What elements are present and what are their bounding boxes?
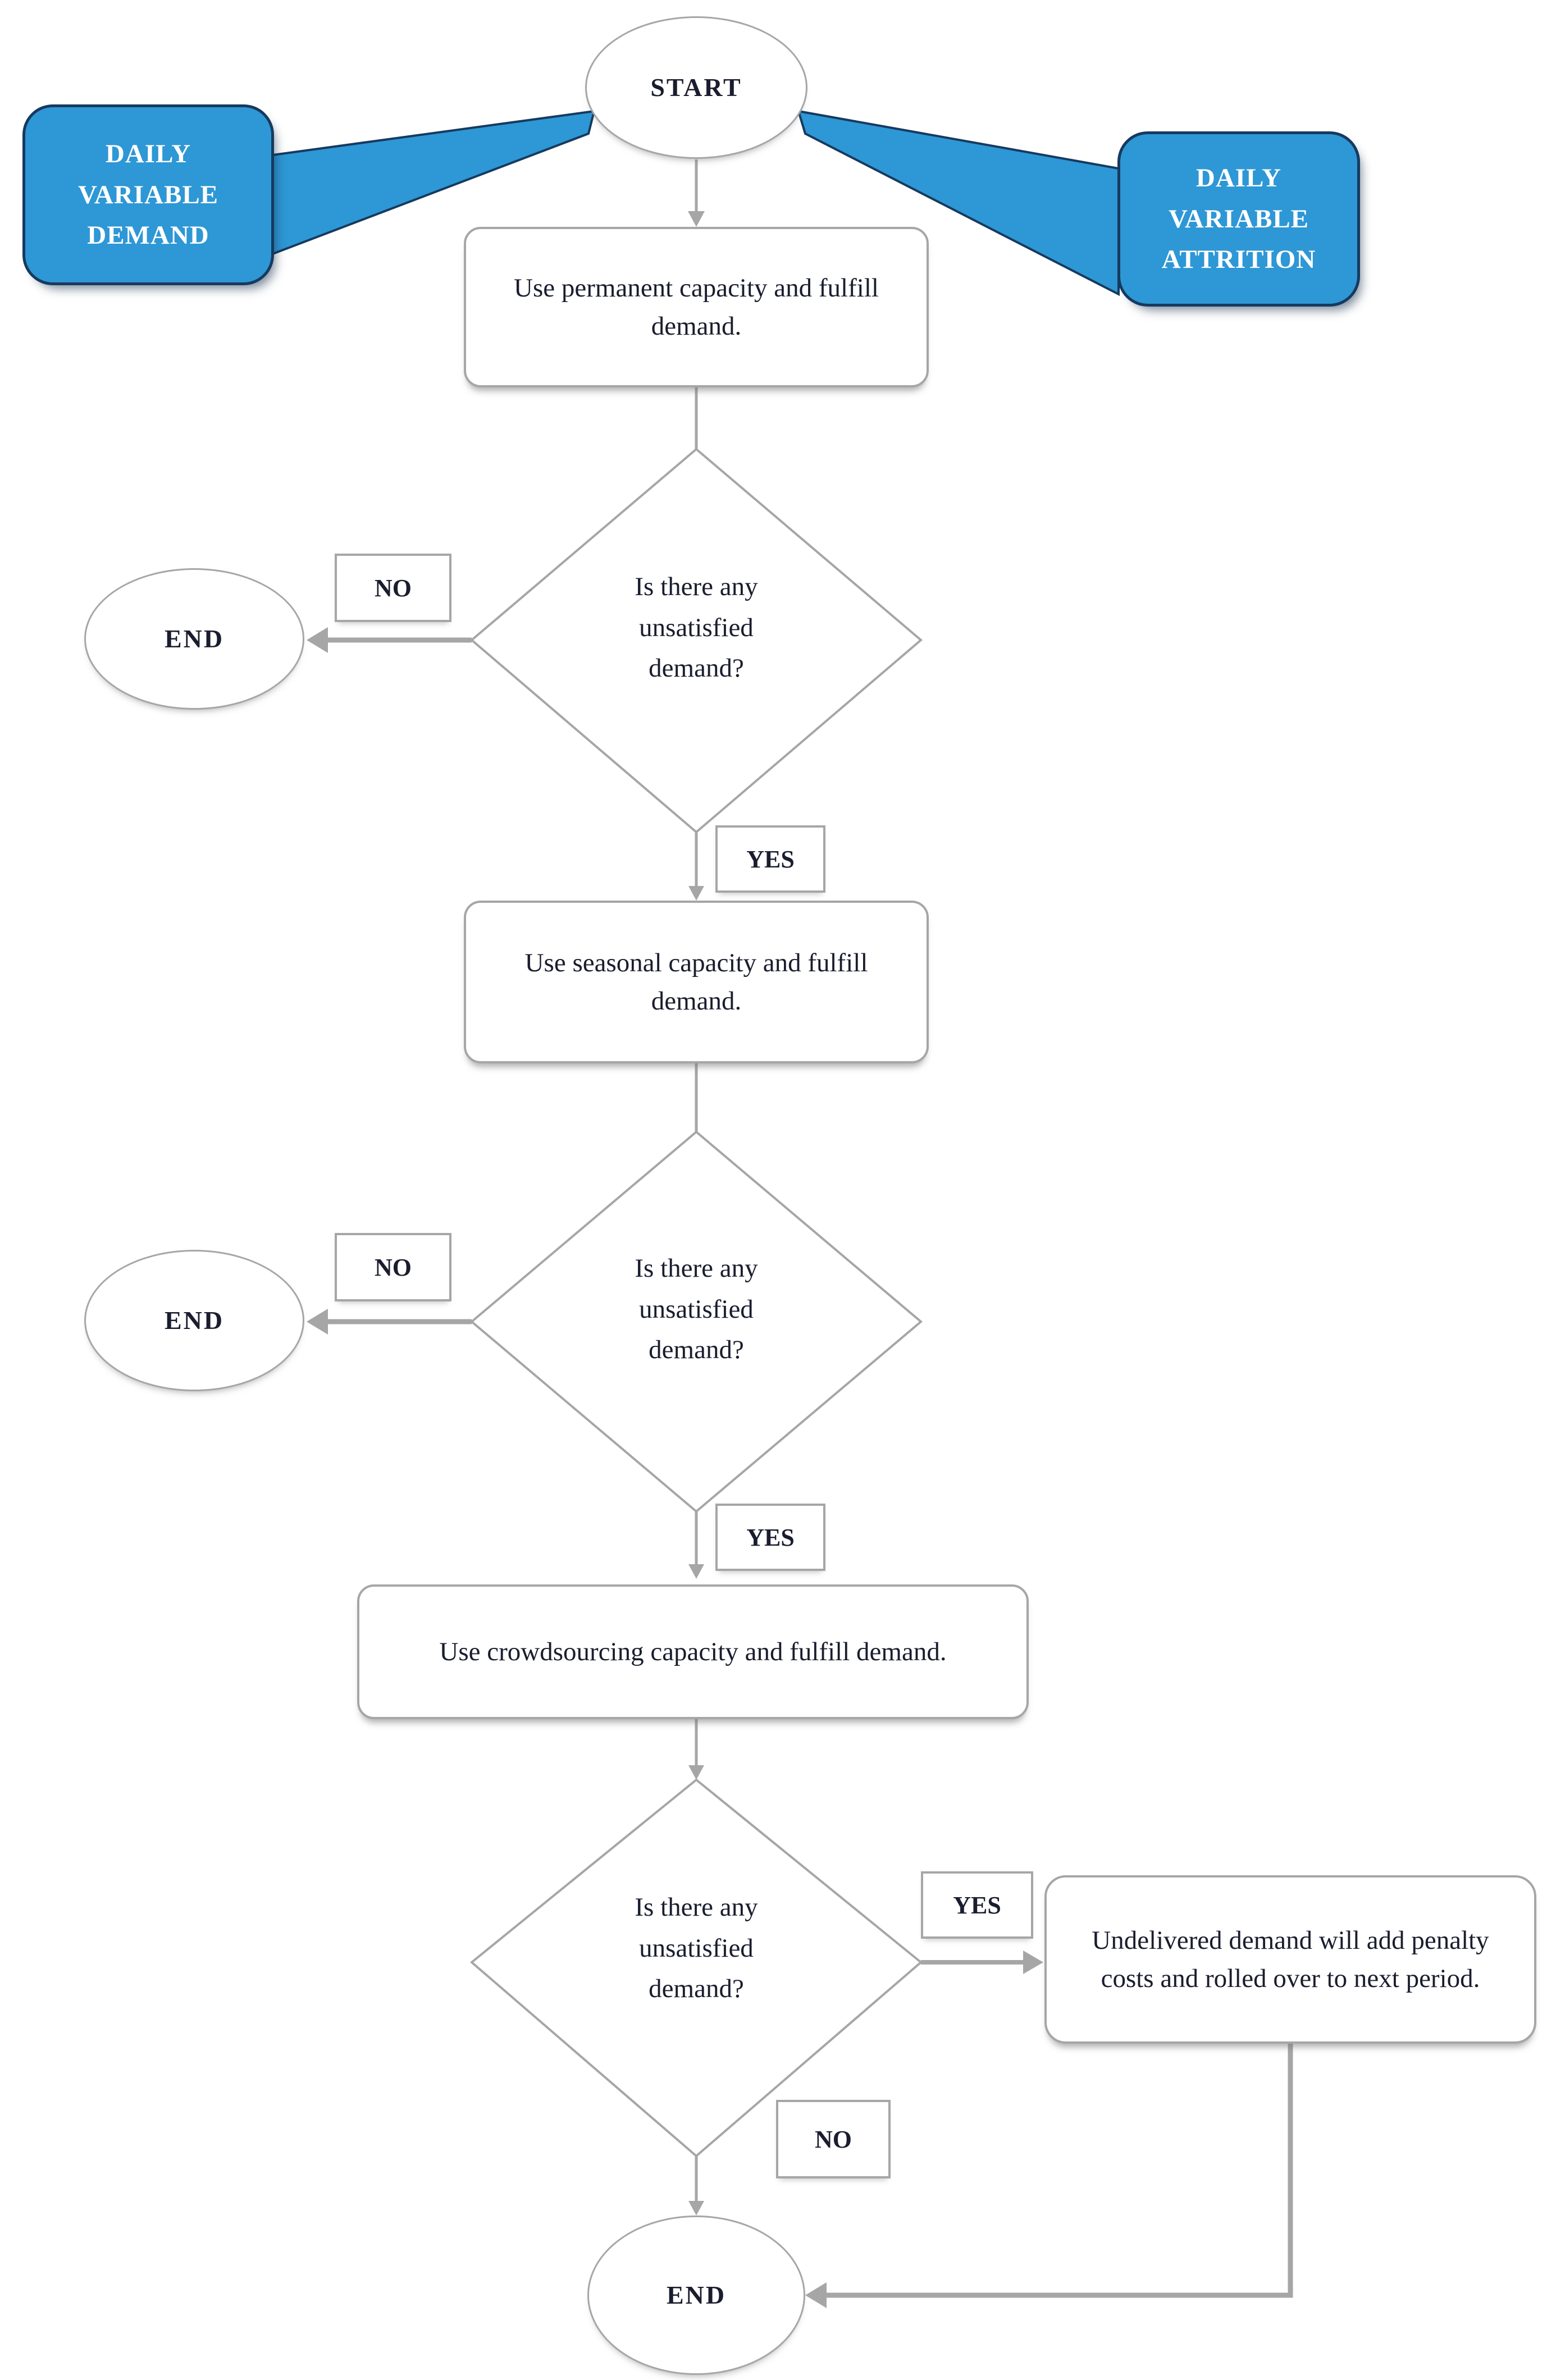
arrowhead-left-icon: [805, 2282, 827, 2308]
callout-line: ATTRITION: [1161, 245, 1316, 275]
arrowhead-right-icon: [1023, 1950, 1043, 1974]
decision-line: Is there any: [635, 1253, 758, 1283]
yes-label: YES: [953, 1891, 1001, 1919]
start-terminator: START: [585, 16, 807, 159]
decision-line: demand?: [649, 654, 744, 683]
connector-penalty-to-end: [815, 2044, 1293, 2298]
process-text: Use seasonal capacity and fulfill demand…: [524, 948, 868, 1016]
decision-line: unsatisfied: [639, 613, 754, 642]
decision-text-1: Is there any unsatisfied demand?: [556, 566, 837, 689]
no-label: NO: [375, 574, 412, 602]
decision-line: demand?: [649, 1974, 744, 2004]
process-text: Use crowdsourcing capacity and fulfill d…: [439, 1637, 947, 1666]
decision-text-2: Is there any unsatisfied demand?: [556, 1248, 837, 1371]
label-no-1: NO: [335, 554, 451, 622]
callout-line: DEMAND: [87, 221, 209, 250]
label-no-2: NO: [335, 1233, 451, 1301]
decision-line: demand?: [649, 1335, 744, 1365]
label-no-3: NO: [776, 2100, 891, 2178]
label-yes-1: YES: [715, 825, 825, 893]
decision-line: Is there any: [635, 1892, 758, 1922]
end-label: END: [666, 2280, 727, 2309]
callout-line: DAILY: [105, 139, 191, 168]
callout-line: DAILY: [1195, 163, 1282, 193]
process-seasonal-capacity: Use seasonal capacity and fulfill demand…: [464, 901, 929, 1063]
start-label: START: [650, 72, 742, 102]
arrowhead-left-icon: [307, 1309, 328, 1335]
yes-label: YES: [746, 1523, 795, 1551]
callout-tail-right: [797, 109, 1120, 296]
end-terminator-3: END: [587, 2215, 805, 2375]
process-permanent-capacity: Use permanent capacity and fulfill deman…: [464, 227, 929, 387]
callout-line: VARIABLE: [77, 180, 219, 209]
arrowhead-down-icon: [688, 211, 705, 227]
process-text: Use permanent capacity and fulfill deman…: [514, 273, 879, 341]
label-yes-3: YES: [921, 1871, 1033, 1939]
process-crowdsourcing-capacity: Use crowdsourcing capacity and fulfill d…: [357, 1584, 1029, 1719]
arrowhead-down-icon: [688, 2201, 704, 2215]
decision-line: Is there any: [635, 572, 758, 601]
end-terminator-2: END: [84, 1250, 304, 1391]
label-yes-2: YES: [715, 1504, 825, 1571]
process-penalty-rollover: Undelivered demand will add penalty cost…: [1044, 1875, 1536, 2044]
no-label: NO: [815, 2125, 852, 2153]
end-terminator-1: END: [84, 568, 304, 710]
arrowhead-down-icon: [688, 886, 704, 901]
decision-line: unsatisfied: [639, 1933, 754, 1963]
yes-label: YES: [746, 845, 795, 873]
callout-daily-variable-demand: DAILY VARIABLE DEMAND: [22, 104, 274, 285]
callout-daily-variable-attrition: DAILY VARIABLE ATTRITION: [1117, 131, 1360, 307]
arrowhead-left-icon: [307, 627, 328, 653]
process-text: Undelivered demand will add penalty cost…: [1092, 1925, 1489, 1993]
end-label: END: [164, 624, 225, 653]
arrowhead-down-icon: [688, 1765, 704, 1780]
no-label: NO: [375, 1253, 412, 1281]
decision-text-3: Is there any unsatisfied demand?: [556, 1886, 837, 2010]
decision-line: unsatisfied: [639, 1294, 754, 1324]
arrowhead-down-icon: [688, 1564, 704, 1579]
callout-line: VARIABLE: [1168, 204, 1309, 234]
end-label: END: [164, 1305, 225, 1335]
